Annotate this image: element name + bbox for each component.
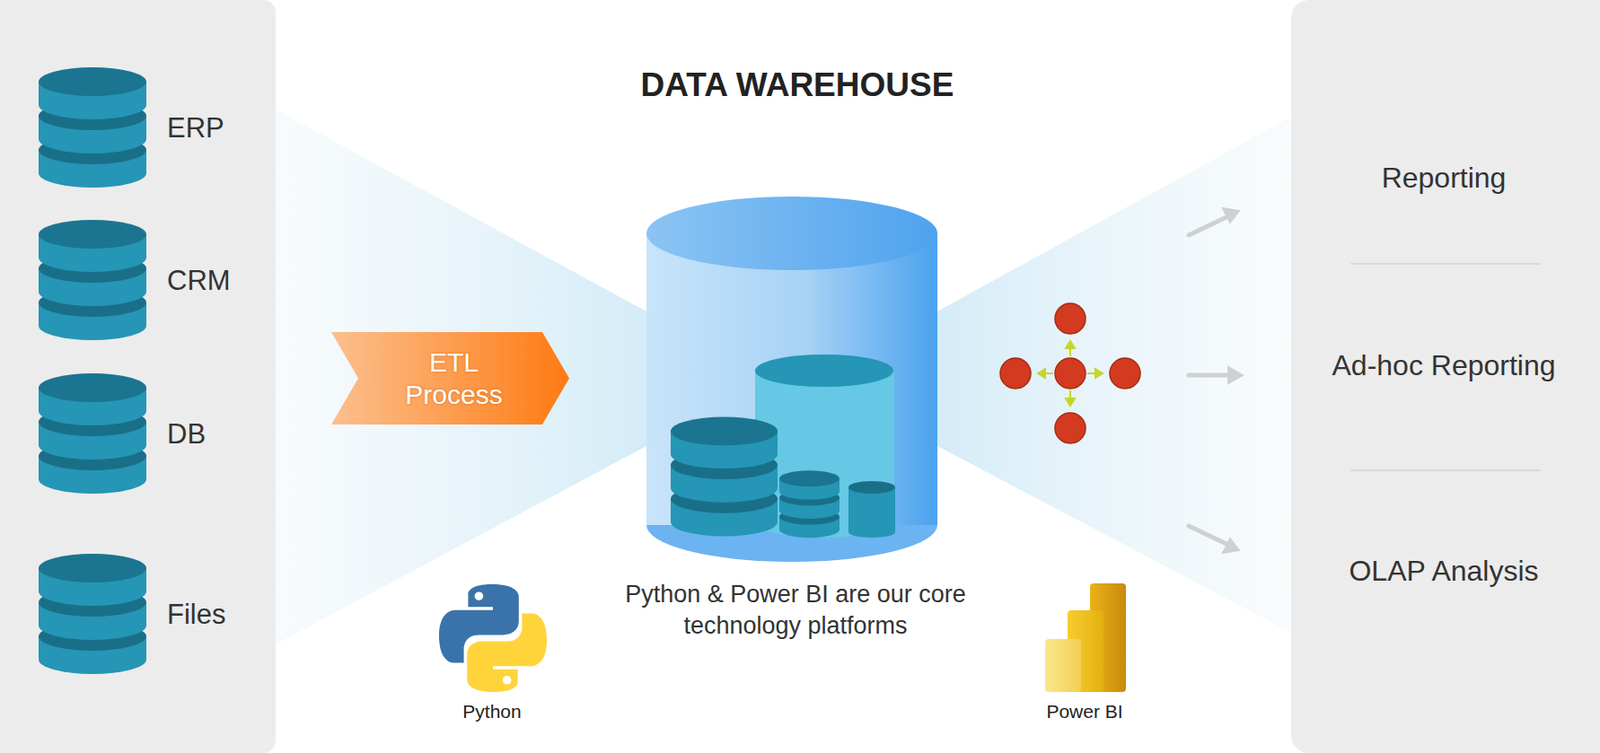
output-label: Reporting (1309, 160, 1579, 196)
source-database: Files (38, 553, 226, 676)
diagram-title: DATA WAREHOUSE (617, 66, 977, 106)
output-item: Reporting (1309, 160, 1579, 196)
source-label: ERP (167, 112, 225, 145)
logo-label: Python (402, 701, 582, 723)
source-database: DB (38, 373, 206, 495)
database-icon (38, 553, 147, 676)
source-label: CRM (167, 264, 231, 298)
database-icon (38, 373, 147, 495)
output-label: OLAP Analysis (1309, 553, 1579, 590)
database-icon (38, 219, 147, 342)
chevron-shape (331, 332, 570, 425)
output-item: OLAP Analysis (1309, 553, 1579, 590)
source-label: DB (167, 418, 206, 451)
process-label: ETL Process (378, 346, 531, 412)
caption-text: Python & Power BI are our core technolog… (615, 579, 976, 642)
source-database: ERP (38, 67, 225, 189)
output-label: Ad-hoc Reporting (1309, 348, 1579, 384)
etl-chevron: ETL Process (331, 332, 570, 425)
database-icon (38, 67, 147, 189)
logo-label: Power BI (994, 701, 1175, 723)
source-database: CRM (38, 219, 231, 342)
source-label: Files (167, 598, 226, 632)
output-item: Ad-hoc Reporting (1309, 348, 1579, 384)
